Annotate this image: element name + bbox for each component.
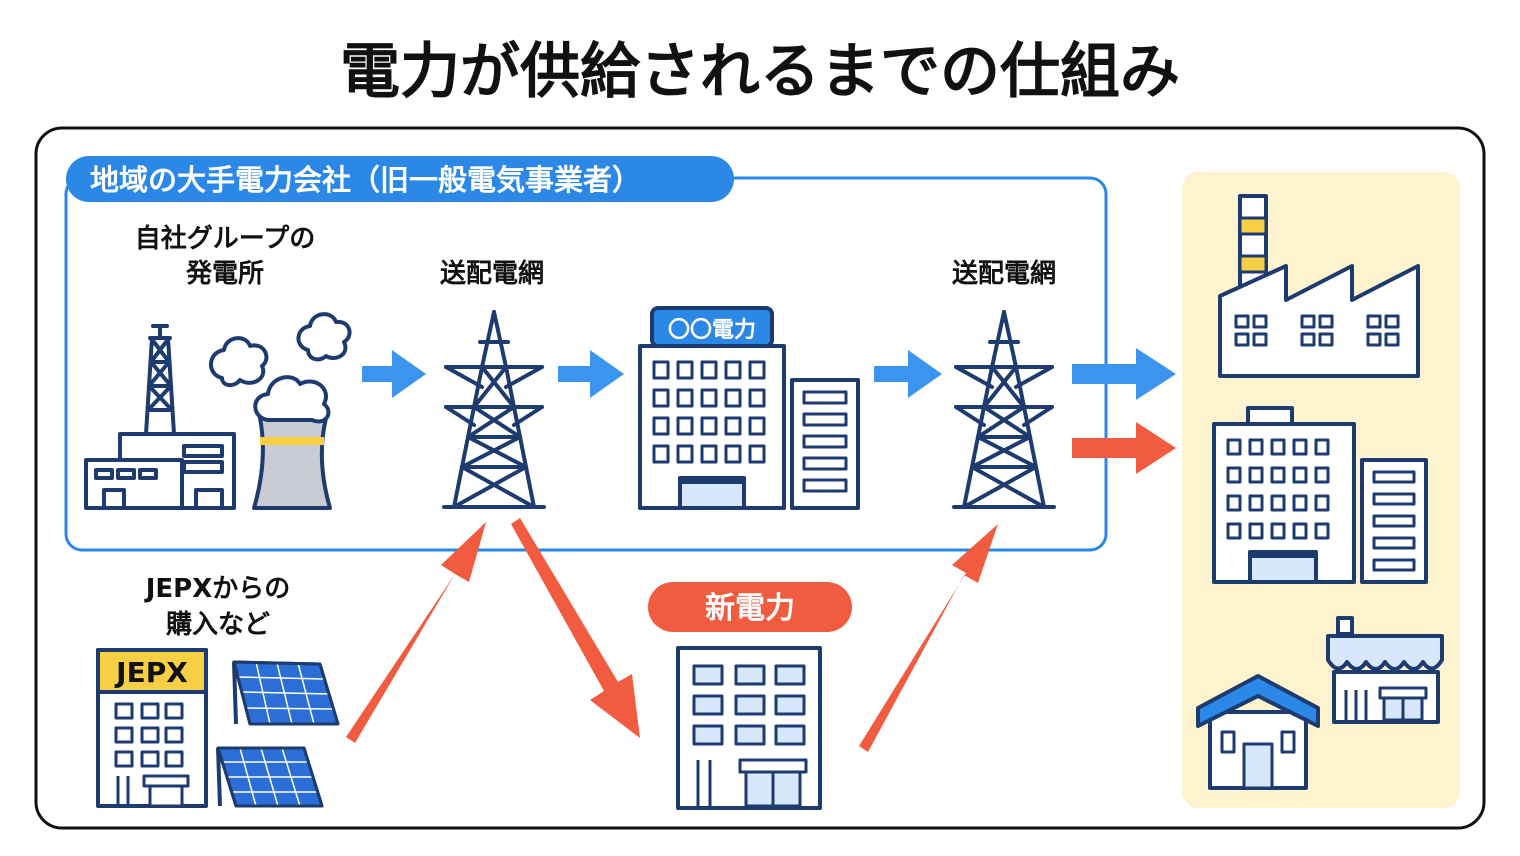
factory-icon — [1218, 194, 1420, 378]
jepx-building-icon — [96, 648, 208, 808]
new-power-label: 新電力 — [705, 591, 795, 626]
grid-label-left: 送配電網 — [440, 258, 544, 289]
red-arrow-grid-to-consumers — [1072, 422, 1176, 474]
page-title: 電力が供給されるまでの仕組み — [340, 37, 1180, 107]
house-icon — [1196, 674, 1320, 790]
blue-arrow-grid-to-utility — [558, 350, 624, 398]
office-building-icon — [1212, 406, 1428, 584]
utility-label-pill: 地域の大手電力会社（旧一般電気事業者） — [66, 156, 734, 202]
shop-icon — [1326, 616, 1444, 724]
blue-arrow-plant-to-grid — [362, 350, 426, 398]
blue-arrow-grid-to-consumers — [1072, 348, 1176, 400]
red-arrows — [346, 422, 1176, 752]
red-arrow-new-power-to-grid — [859, 524, 998, 752]
grid-label-right: 送配電網 — [952, 258, 1056, 289]
jepx-label-line1: JEPXからの — [144, 574, 291, 604]
blue-arrows — [362, 348, 1176, 400]
utility-building-icon — [638, 306, 860, 510]
utility-label: 地域の大手電力会社（旧一般電気事業者） — [90, 163, 641, 197]
group-power-plant-label-line2: 発電所 — [185, 259, 264, 289]
power-plant-icon — [84, 312, 352, 510]
group-power-plant-label-line1: 自社グループの — [135, 223, 315, 254]
blue-arrow-utility-to-grid — [874, 350, 942, 398]
jepx-building-sign: JEPX — [114, 656, 188, 689]
new-power-label-pill: 新電力 — [648, 582, 852, 632]
solar-panel-icon — [216, 660, 340, 808]
red-arrow-grid-to-new-power — [511, 518, 640, 738]
jepx-label-line2: 購入など — [166, 610, 270, 640]
utility-building-sign: 〇〇電力 — [668, 318, 756, 343]
red-arrow-jepx-to-grid — [346, 522, 486, 743]
new-power-building-icon — [676, 646, 822, 810]
